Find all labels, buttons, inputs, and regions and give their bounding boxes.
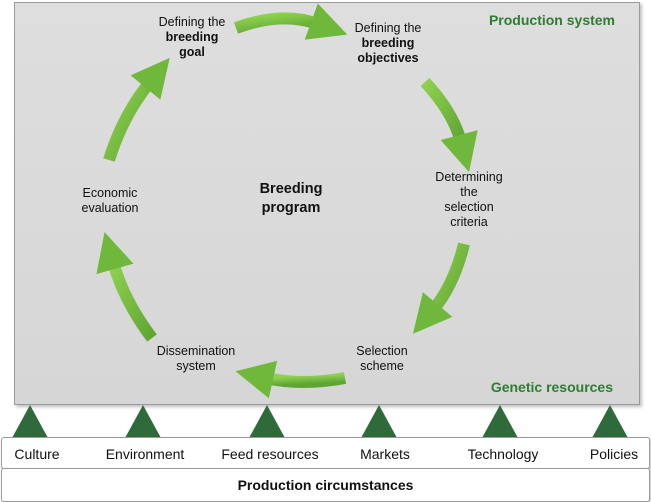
factor-feed-resources: Feed resources (221, 446, 319, 462)
triangle-environment (125, 405, 161, 438)
triangle-culture (12, 405, 48, 438)
step-breeding-objectives-line1: Defining the (354, 21, 422, 35)
step-economic-evaluation-line1: Economic (82, 186, 138, 200)
breeding-program-title-line1: Breeding (259, 181, 323, 197)
step-selection-scheme-line2: scheme (360, 359, 404, 373)
factor-technology: Technology (467, 446, 539, 462)
factor-environment: Environment (105, 446, 185, 462)
step-selection-criteria-line3: selection (444, 200, 494, 214)
step-breeding-goal: Defining the breeding goal (159, 15, 226, 60)
step-dissemination-system-line2: system (176, 359, 216, 373)
production-circumstances-bar: Production circumstances (1, 468, 650, 502)
production-factors-bar: Culture Environment Feed resources Marke… (1, 437, 650, 469)
triangle-markets (361, 405, 397, 438)
step-selection-criteria-line4: criteria (450, 215, 488, 229)
triangle-technology (482, 405, 518, 438)
step-breeding-objectives-line3: objectives (357, 51, 419, 65)
breeding-program-title-line2: program (261, 200, 321, 216)
triangle-policies (592, 405, 628, 438)
step-breeding-goal-line1: Defining the (158, 15, 226, 29)
step-dissemination-system: Dissemination system (157, 344, 236, 374)
step-selection-scheme-line1: Selection (356, 344, 408, 358)
step-selection-criteria: Determining the selection criteria (435, 170, 502, 230)
step-breeding-goal-line2: breeding (165, 30, 219, 44)
step-breeding-objectives: Defining the breeding objectives (355, 21, 422, 66)
step-dissemination-system-line1: Dissemination (156, 344, 236, 358)
factor-culture: Culture (14, 446, 60, 462)
production-system-label: Production system (488, 12, 615, 28)
step-economic-evaluation: Economic evaluation (82, 186, 139, 216)
step-selection-criteria-line1: Determining (435, 170, 503, 184)
step-economic-evaluation-line2: evaluation (81, 201, 139, 215)
factor-markets: Markets (360, 446, 410, 462)
production-circumstances-label: Production circumstances (237, 477, 414, 493)
step-selection-scheme: Selection scheme (356, 344, 407, 374)
triangle-feed-resources (249, 405, 285, 438)
genetic-resources-label: Genetic resources (490, 379, 613, 395)
step-selection-criteria-line2: the (460, 185, 478, 199)
step-breeding-goal-line3: goal (179, 45, 205, 59)
factor-policies: Policies (589, 446, 639, 462)
step-breeding-objectives-line2: breeding (361, 36, 415, 50)
breeding-program-title: Breeding program (260, 180, 323, 218)
